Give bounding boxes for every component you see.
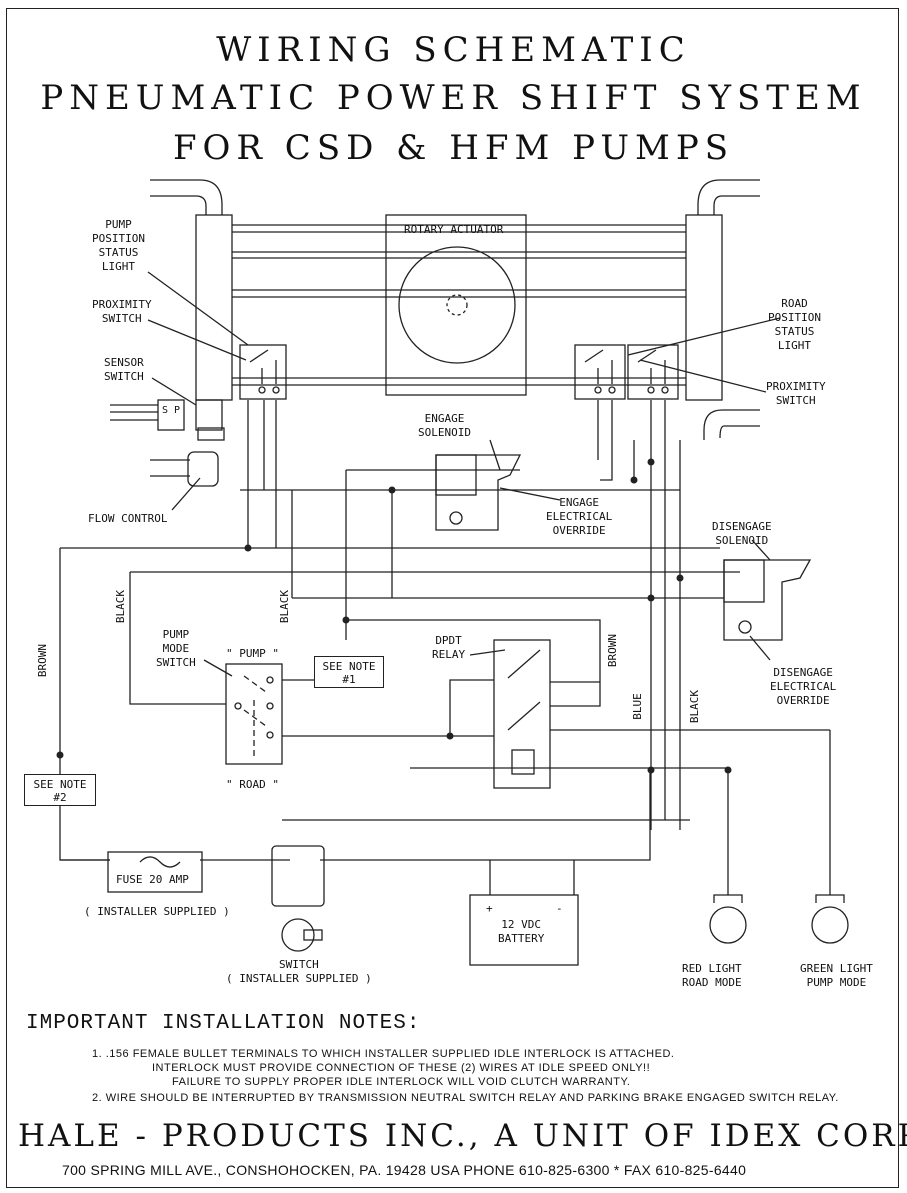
red-light-bulb [709, 906, 747, 944]
junction [56, 751, 64, 759]
wire-label-black-right: BLACK [688, 689, 702, 724]
rotary-actuator-body [385, 214, 527, 396]
junction [388, 486, 396, 494]
page-border [6, 8, 899, 1188]
sp-label: S P [162, 405, 181, 416]
junction [647, 594, 655, 602]
wire-label-brown-right: BROWN [606, 633, 620, 668]
fuse-label: FUSE 20 AMP [116, 873, 189, 886]
battery-minus: - [556, 902, 563, 915]
note-1-line-2: INTERLOCK MUST PROVIDE CONNECTION OF THE… [152, 1062, 651, 1074]
right-pipe-bottom [703, 409, 760, 440]
battery-box [469, 894, 579, 966]
pump-mode-switch-box [225, 663, 283, 765]
left-proximity-switch-box [239, 344, 287, 400]
junction [676, 574, 684, 582]
junction [244, 544, 252, 552]
disengage-solenoid-body [723, 559, 812, 641]
key-switch-body [271, 845, 325, 907]
battery-plus: + [486, 902, 493, 915]
engage-solenoid-body [435, 454, 522, 531]
see-note-1-box: SEE NOTE#1 [314, 656, 384, 688]
wire-label-blue: BLUE [630, 693, 644, 720]
junction [724, 766, 732, 774]
pump-position-label: " PUMP " [226, 647, 279, 660]
company-name: HALE - PRODUCTS INC., A UNIT OF IDEX COR… [18, 1118, 907, 1154]
note-1-line-3: FAILURE TO SUPPLY PROPER IDLE INTERLOCK … [172, 1076, 631, 1088]
green-light-bulb [811, 906, 849, 944]
left-cylinder [195, 214, 233, 401]
wire-label-black-1: BLACK [114, 589, 128, 624]
title-line-1: WIRING SCHEMATIC [216, 30, 691, 70]
wire-label-black-2: BLACK [278, 589, 292, 624]
flow-control-label: FLOW CONTROL [88, 512, 168, 525]
notes-heading: IMPORTANT INSTALLATION NOTES: [26, 1012, 421, 1035]
see-note-2-box: SEE NOTE#2 [24, 774, 96, 806]
junction [647, 766, 655, 774]
company-address: 700 SPRING MILL AVE., CONSHOHOCKEN, PA. … [62, 1162, 747, 1178]
junction [630, 476, 638, 484]
right-switch-box-2 [627, 344, 679, 400]
right-cylinder [685, 214, 723, 401]
title-line-3: FOR CSD & HFM PUMPS [172, 128, 735, 168]
dpdt-relay-box [493, 639, 551, 789]
wire-label-brown-left: BROWN [36, 643, 50, 678]
right-pipe-top [697, 179, 760, 215]
road-position-label: " ROAD " [226, 778, 279, 791]
junction [647, 458, 655, 466]
note-2: 2. WIRE SHOULD BE INTERRUPTED BY TRANSMI… [92, 1092, 839, 1104]
right-switch-box-1 [574, 344, 626, 400]
rotary-actuator-disc [398, 246, 516, 364]
fuse-box [107, 851, 203, 893]
left-pipe-top [150, 179, 223, 215]
title-line-2: PNEUMATIC POWER SHIFT SYSTEM [40, 78, 867, 118]
fuse-installer-label: ( INSTALLER SUPPLIED ) [84, 905, 230, 918]
rotary-actuator-label: ROTARY ACTUATOR [404, 223, 504, 236]
junction [446, 732, 454, 740]
note-1-line-1: 1. .156 FEMALE BULLET TERMINALS TO WHICH… [92, 1048, 675, 1060]
junction [342, 616, 350, 624]
switch-label: SWITCH( INSTALLER SUPPLIED ) [226, 958, 372, 985]
